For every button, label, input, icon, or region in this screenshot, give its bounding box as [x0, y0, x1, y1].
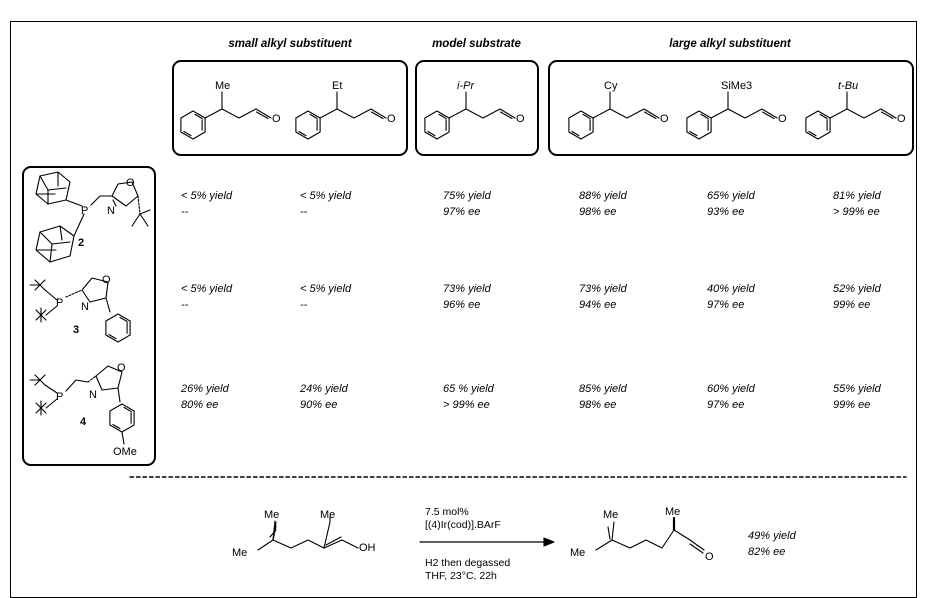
svg-text:N: N — [89, 389, 97, 401]
svg-text:OH: OH — [359, 542, 376, 554]
group-label-et: Et — [332, 80, 342, 92]
svg-text:Me: Me — [603, 509, 618, 521]
svg-text:O: O — [705, 551, 714, 563]
substrate-sime3: SiMe3 O — [686, 80, 787, 140]
substrate-box-small — [172, 60, 408, 156]
reactant-geraniol: Me Me Me OH — [232, 509, 376, 559]
result-4-ipr: 65 % yield> 99% ee — [443, 383, 494, 411]
svg-text:Me: Me — [264, 509, 279, 521]
conditions-above-arrow: 7.5 mol% [(4)Ir(cod)].BArF — [425, 506, 501, 531]
svg-text:OMe: OMe — [113, 446, 137, 458]
svg-text:N: N — [81, 301, 89, 313]
group-label-tbu: t-Bu — [838, 80, 858, 92]
product-aldehyde: Me Me Me O — [570, 506, 714, 563]
group-label-cy: Cy — [604, 80, 618, 92]
carbonyl-o: O — [897, 113, 906, 125]
substrate-et: Et O — [295, 80, 396, 140]
carbonyl-o: O — [387, 113, 396, 125]
catalyst-box — [22, 166, 156, 466]
result-3-me: < 5% yield-- — [181, 283, 233, 311]
svg-text:Me: Me — [320, 509, 335, 521]
catalyst-4-structure: P O N OMe 4 — [29, 362, 137, 458]
catalyst-2-structure: P O N 2 — [35, 171, 151, 263]
svg-text:P: P — [56, 391, 63, 403]
result-2-me: < 5% yield-- — [181, 190, 233, 218]
svg-text:Me: Me — [665, 506, 680, 518]
group-label-me: Me — [215, 80, 230, 92]
svg-text:P: P — [81, 205, 88, 217]
substrate-me: Me O — [180, 80, 281, 140]
header-large-alkyl: large alkyl substituent — [669, 38, 791, 50]
group-label-ipr: i-Pr — [457, 80, 475, 92]
header-small-alkyl: small alkyl substituent — [228, 38, 352, 50]
substrate-box-large — [548, 60, 914, 156]
svg-text:O: O — [126, 177, 135, 189]
carbonyl-o: O — [516, 113, 525, 125]
carbonyl-o: O — [778, 113, 787, 125]
catalyst-label-4: 4 — [80, 416, 87, 428]
substrate-ipr: i-Pr O — [424, 80, 525, 140]
arrow-head — [543, 537, 555, 547]
svg-text:O: O — [102, 274, 111, 286]
svg-text:Me: Me — [232, 547, 247, 559]
carbonyl-o: O — [660, 113, 669, 125]
catalyst-label-2: 2 — [78, 237, 84, 249]
header-model-substrate: model substrate — [432, 38, 521, 50]
catalyst-label-3: 3 — [73, 324, 79, 336]
result-2-et: < 5% yield-- — [300, 190, 352, 218]
svg-text:P: P — [56, 297, 63, 309]
substrate-box-model — [415, 60, 539, 156]
conditions-below-arrow: H2 then degassed THF, 23°C, 22h — [425, 557, 511, 582]
svg-text:N: N — [107, 205, 115, 217]
group-label-sime3: SiMe3 — [721, 80, 752, 92]
substrate-tbu: t-Bu O — [805, 80, 906, 140]
carbonyl-o: O — [272, 113, 281, 125]
result-3-et: < 5% yield-- — [300, 283, 352, 311]
substrate-cy: Cy O — [568, 80, 669, 140]
result-2-tbu: 81% yield> 99% ee — [833, 190, 881, 218]
svg-text:Me: Me — [570, 547, 585, 559]
svg-text:O: O — [117, 362, 126, 374]
catalyst-3-structure: P O N 3 — [29, 274, 131, 343]
